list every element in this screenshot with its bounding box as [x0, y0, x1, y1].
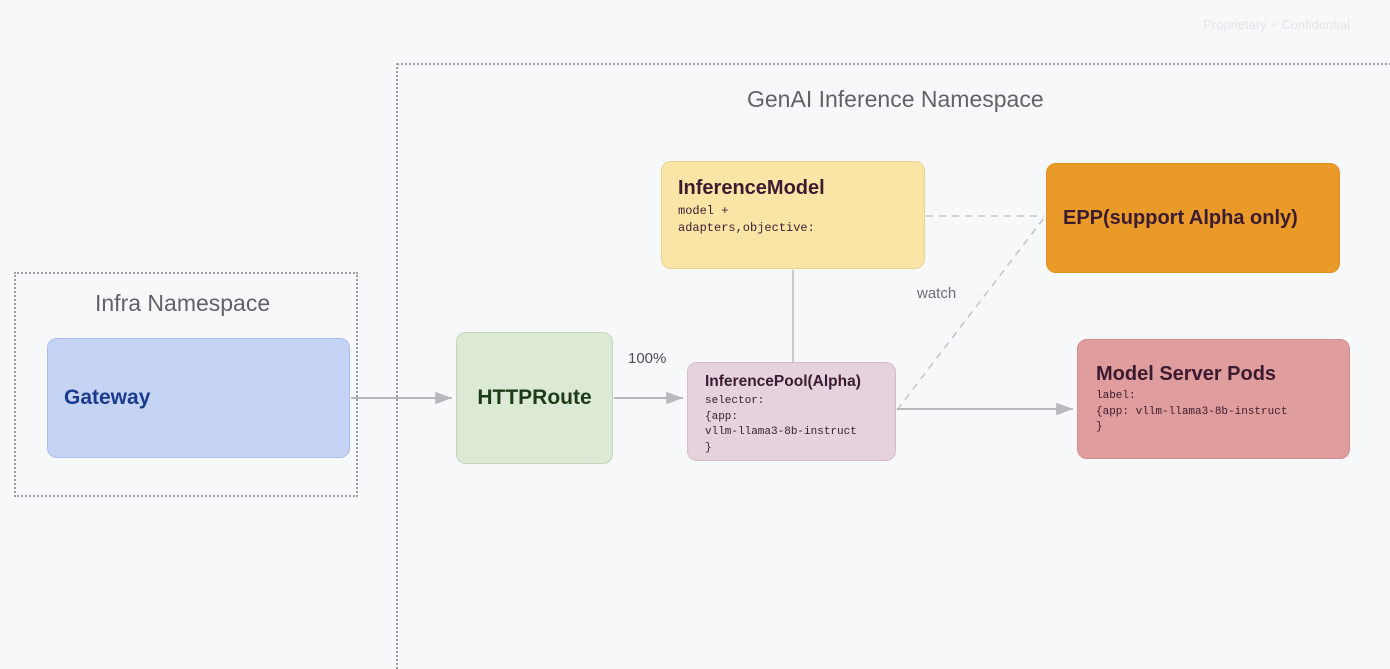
namespace-boundary-infra [14, 272, 358, 497]
node-inferencepool-line2: {app: [705, 410, 739, 423]
namespace-title-genai: GenAI Inference Namespace [747, 86, 1044, 112]
edge-label-watch: watch [917, 285, 957, 302]
node-epp[interactable]: EPP(support Alpha only) [1046, 163, 1340, 273]
node-inferencepool-title: InferencePool(Alpha) [705, 373, 861, 390]
confidentiality-watermark: Proprietary + Confidential [1203, 18, 1350, 32]
node-epp-title: EPP(support Alpha only) [1063, 207, 1298, 229]
node-model-server-pods-line3: } [1096, 421, 1103, 434]
node-inferencemodel[interactable]: InferenceModel model + adapters,objectiv… [661, 161, 925, 269]
node-model-server-pods-title: Model Server Pods [1096, 362, 1277, 385]
node-inferencemodel-title: InferenceModel [678, 177, 825, 199]
node-inferencepool[interactable]: InferencePool(Alpha) selector: {app: vll… [687, 362, 896, 461]
node-inferencepool-line4: } [705, 442, 712, 455]
node-inferencepool-line3: vllm-llama3-8b-instruct [705, 426, 857, 439]
node-gateway[interactable]: Gateway [47, 338, 350, 458]
edge-label-traffic-weight: 100% [628, 350, 667, 367]
node-model-server-pods[interactable]: Model Server Pods label: {app: vllm-llam… [1077, 339, 1350, 459]
node-inferencepool-line1: selector: [705, 394, 765, 407]
namespace-boundary-genai [396, 63, 1390, 669]
node-inferencemodel-line1: model + [678, 204, 729, 218]
node-gateway-title: Gateway [64, 386, 151, 410]
node-inferencemodel-line2: adapters,objective: [678, 221, 815, 236]
node-model-server-pods-line1: label: [1096, 389, 1136, 402]
namespace-title-infra: Infra Namespace [95, 290, 271, 316]
node-httproute-title: HTTPRoute [477, 386, 592, 410]
node-httproute[interactable]: HTTPRoute [456, 332, 613, 464]
node-model-server-pods-line2: {app: vllm-llama3-8b-instruct [1096, 405, 1288, 418]
